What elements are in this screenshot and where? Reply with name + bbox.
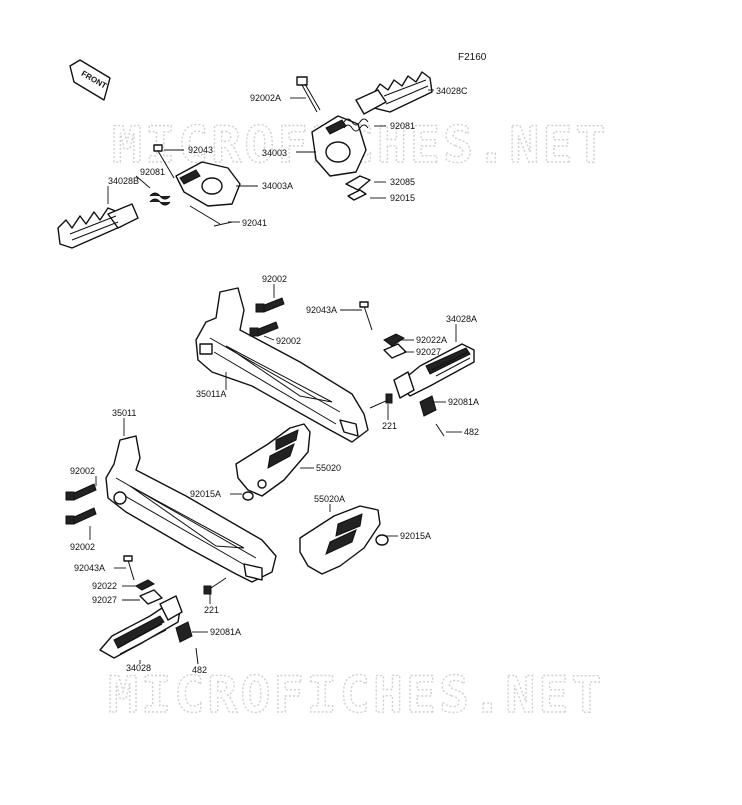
label-92081a-left: 92081A <box>210 627 241 637</box>
bolt-92002-lower-a <box>65 483 97 501</box>
pin-221-left <box>203 577 227 595</box>
watermark-bottom: MICROFICHES.NET <box>108 666 605 724</box>
pin-221-right <box>369 393 393 409</box>
label-482-left: 482 <box>192 665 207 675</box>
leader-lines <box>89 89 462 664</box>
footpeg-34028b <box>57 203 139 249</box>
washer-92022 <box>135 579 155 591</box>
footpeg-34028c <box>355 71 433 115</box>
bracket-35011 <box>105 435 277 583</box>
label-34003a: 34003A <box>262 181 293 191</box>
label-34003: 34003 <box>262 148 287 158</box>
label-92043a-right: 92043A <box>306 305 337 315</box>
label-35011a: 35011A <box>196 389 226 399</box>
spring-92081a-left <box>175 621 193 643</box>
label-55020: 55020 <box>316 463 341 473</box>
bracket-35011a <box>195 287 369 443</box>
clip-92015 <box>347 189 367 201</box>
bracket-34003 <box>311 115 367 177</box>
footpeg-34028 <box>99 595 183 659</box>
bolt-92002-lower-b <box>65 507 97 525</box>
label-32085: 32085 <box>390 177 415 187</box>
footpeg-34028a <box>393 343 475 399</box>
clip-92027-left <box>139 589 163 605</box>
bracket-34003a <box>175 161 241 207</box>
heel-guard-55020a <box>299 505 381 575</box>
label-92081a-right: 92081A <box>448 397 479 407</box>
washer-92022a <box>383 333 405 347</box>
label-34028c: 34028C <box>436 86 468 96</box>
spring-92081a-right <box>419 395 437 417</box>
label-92015a-left: 92015A <box>190 489 221 499</box>
diagram-id: F2160 <box>458 52 487 63</box>
label-482-right: 482 <box>464 427 479 437</box>
label-92015: 92015 <box>390 193 415 203</box>
label-92081-top: 92081 <box>390 121 415 131</box>
label-92022: 92022 <box>92 581 117 591</box>
cotter-482-right <box>435 423 445 437</box>
label-34028a: 34028A <box>446 314 477 324</box>
label-92002a: 92002A <box>250 93 281 103</box>
front-arrow-icon: FRONT <box>69 59 111 101</box>
pin-92043a-left <box>123 555 135 581</box>
label-92043a-left: 92043A <box>74 563 105 573</box>
label-34028: 34028 <box>126 663 151 673</box>
washer-92015a-right <box>375 534 389 546</box>
label-92043-top: 92043 <box>188 145 213 155</box>
label-92022a: 92022A <box>416 335 447 345</box>
bolt-92002-upper-b <box>249 321 279 337</box>
pin-92043a-right <box>359 301 373 331</box>
pin-92043-top <box>153 144 175 179</box>
label-55020a: 55020A <box>314 494 345 504</box>
spring-92081-top <box>343 118 369 132</box>
label-92027-left: 92027 <box>92 595 117 605</box>
label-92041: 92041 <box>242 218 267 228</box>
label-92081-left: 92081 <box>140 167 165 177</box>
bolt-92002a <box>296 76 321 113</box>
washer-92015a-left <box>242 491 254 501</box>
label-92002-upper-a: 92002 <box>262 274 287 284</box>
spring-92081-left <box>149 192 171 206</box>
bolt-92002-upper-a <box>255 297 285 313</box>
label-92002-upper-b: 92002 <box>276 336 301 346</box>
clip-92027-right <box>383 343 407 359</box>
heel-guard-55020 <box>235 423 311 497</box>
label-92002-lower-a: 92002 <box>70 466 95 476</box>
label-92002-lower-b: 92002 <box>70 542 95 552</box>
cotter-482-left <box>195 647 199 665</box>
stopper-32085 <box>345 175 371 191</box>
label-35011: 35011 <box>112 408 136 418</box>
pin-92041 <box>189 205 233 227</box>
label-92015a-right: 92015A <box>400 531 431 541</box>
label-221-right: 221 <box>382 421 397 431</box>
label-221-left: 221 <box>204 605 219 615</box>
label-92027-right: 92027 <box>416 347 441 357</box>
label-34028b: 34028B <box>108 176 139 186</box>
